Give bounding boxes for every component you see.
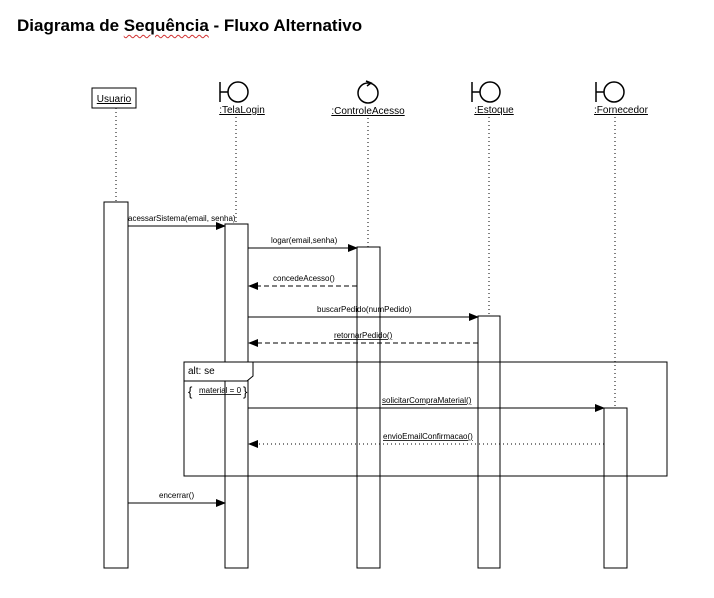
message-label: retornarPedido(): [334, 331, 393, 340]
message-encerrar[interactable]: encerrar(): [128, 491, 226, 507]
fornecedor-name: :Fornecedor: [594, 105, 649, 116]
boundary-icon: [219, 81, 249, 103]
boundary-icon: [595, 81, 625, 103]
guard-close-brace: }: [243, 384, 248, 399]
boundary-icon: [471, 81, 501, 103]
alt-fragment[interactable]: alt: se { material = 0 }: [183, 361, 668, 477]
title-part-1: Diagrama de: [17, 16, 124, 35]
title-part-3: - Fluxo Alternativo: [208, 16, 363, 35]
estoque-name: :Estoque: [474, 105, 514, 116]
lifeline-usuario[interactable]: Usuario: [91, 87, 137, 569]
alt-operator-tab: [183, 361, 254, 382]
lifeline-telalogin[interactable]: :TelaLogin: [219, 81, 265, 569]
message-label: solicitarCompraMaterial(): [382, 396, 472, 405]
title-part-2: Sequência: [123, 16, 209, 35]
alt-fragment-frame: [183, 361, 668, 477]
control-icon: [357, 80, 379, 104]
message-label: encerrar(): [159, 491, 194, 500]
telalogin-name: :TelaLogin: [219, 105, 265, 116]
message-label: concedeAcesso(): [273, 274, 335, 283]
message-solicitarcompramaterial[interactable]: solicitarCompraMaterial(): [248, 396, 605, 412]
estoque-activation-bar: [477, 315, 501, 569]
lifeline-estoque[interactable]: :Estoque: [471, 81, 514, 569]
message-buscarpedido[interactable]: buscarPedido(numPedido): [248, 305, 479, 321]
message-label: buscarPedido(numPedido): [317, 305, 412, 314]
lifeline-fornecedor[interactable]: :Fornecedor: [594, 81, 649, 569]
usuario-name: Usuario: [97, 94, 132, 105]
message-envioemailconfirmacao[interactable]: envioEmailConfirmacao(): [248, 432, 604, 448]
message-label: logar(email,senha): [271, 236, 338, 245]
telalogin-activation-bar: [224, 223, 249, 569]
fornecedor-activation-bar: [603, 407, 628, 569]
guard-open-brace: {: [188, 384, 193, 399]
alt-guard-condition: material = 0: [199, 386, 242, 395]
message-acessarsistema[interactable]: acessarSistema(email, senha): [128, 214, 236, 230]
diagram-title: Diagrama de Sequência - Fluxo Alternativ…: [17, 16, 362, 36]
alt-operator-label: alt: se: [188, 366, 215, 377]
usuario-activation-bar: [103, 201, 129, 569]
usuario-head-box: [91, 87, 137, 109]
message-retornarpedido[interactable]: retornarPedido(): [248, 331, 478, 347]
message-concedeacesso[interactable]: concedeAcesso(): [248, 274, 357, 290]
message-label: acessarSistema(email, senha): [128, 214, 236, 223]
message-logar[interactable]: logar(email,senha): [248, 236, 358, 252]
lifeline-controleacesso[interactable]: :ControleAcesso: [331, 80, 405, 569]
message-label: envioEmailConfirmacao(): [383, 432, 473, 441]
controleacesso-name: :ControleAcesso: [331, 106, 405, 117]
